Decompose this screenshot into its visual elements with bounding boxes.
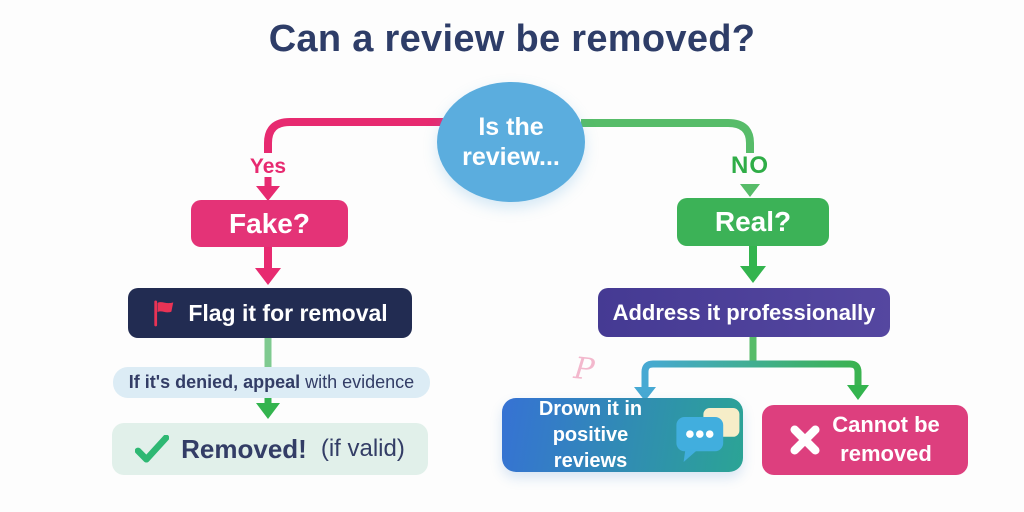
cannot-node-label: Cannot be removed: [832, 411, 940, 468]
cannot-node-label-line1: Cannot be: [832, 412, 940, 438]
removed-node-label-rest: (if valid): [320, 435, 405, 462]
address-branch-line: [641, 360, 862, 392]
drown-node-label: Drown it in positive reviews: [516, 396, 665, 474]
fake-node: Fake?: [191, 200, 348, 247]
flag-node: Flag it for removal: [128, 288, 412, 338]
appeal-node-label-rest: with evidence: [305, 372, 415, 392]
real-to-address-arrowhead-icon: [740, 266, 766, 283]
appeal-node-label-bold: If it's denied, appeal: [128, 372, 301, 392]
drown-node-label-line1: Drown it in: [538, 398, 643, 420]
cannot-node: Cannot be removed: [762, 405, 968, 475]
root-node: Is the review...: [437, 82, 585, 202]
flag-node-label: Flag it for removal: [188, 299, 388, 326]
root-node-label-line1: Is the: [478, 113, 544, 141]
flag-icon: [152, 298, 176, 328]
cannot-arrowhead-icon: [847, 385, 869, 400]
check-icon: [135, 435, 170, 463]
root-node-label-line2: review...: [462, 143, 560, 171]
appeal-node: If it's denied, appeal with evidence: [113, 367, 430, 398]
removed-node-label-bold: Removed!: [181, 433, 307, 464]
yes-arrowhead-icon: [256, 186, 280, 201]
drown-node: Drown it in positive reviews: [502, 398, 743, 472]
yes-branch-line: [264, 118, 443, 153]
fake-to-flag-arrowhead-icon: [255, 268, 281, 285]
cannot-node-label-line2: removed: [840, 441, 932, 466]
no-branch-line: [581, 119, 754, 153]
no-arrowhead-icon: [740, 184, 760, 197]
no-branch-label: NO: [731, 152, 769, 179]
removed-node: Removed! (if valid): [112, 423, 428, 475]
drown-node-label-line2: positive reviews: [552, 424, 629, 472]
yes-branch-label: Yes: [249, 155, 287, 178]
address-node: Address it professionally: [598, 288, 890, 337]
appeal-to-removed-arrowhead-icon: [256, 403, 280, 419]
x-icon: [790, 425, 820, 455]
chat-bubbles-icon: [671, 406, 743, 464]
decorative-squiggle: P: [572, 351, 596, 388]
real-node: Real?: [677, 198, 829, 246]
page-title: Can a review be removed?: [268, 18, 756, 60]
